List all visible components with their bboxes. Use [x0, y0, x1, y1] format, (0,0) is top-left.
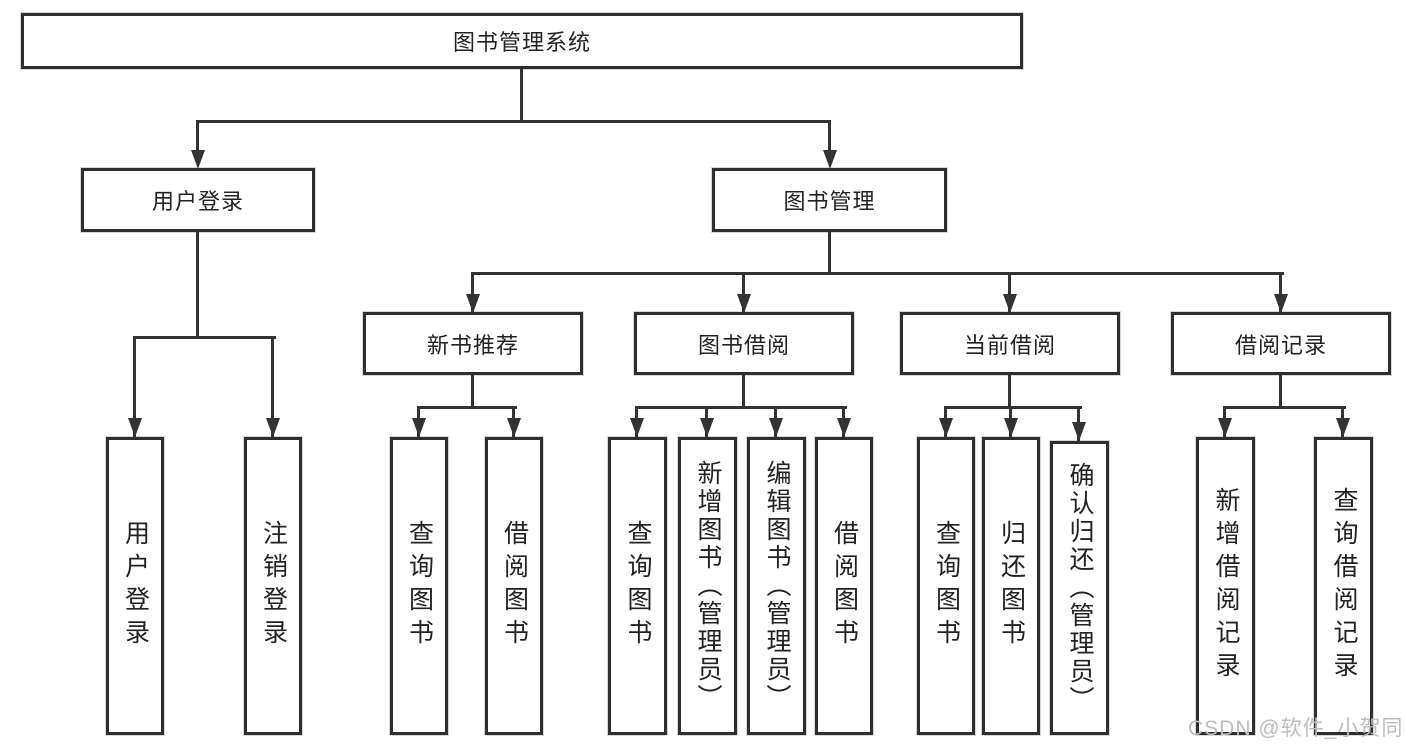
- connector-root-stem: [520, 69, 523, 122]
- leaf-confirm-return-admin-label: 确认归还（管理员）: [1066, 462, 1094, 714]
- arrow-down-icon: [737, 294, 751, 313]
- arrow-down-icon: [1218, 418, 1232, 437]
- connector-drop-leaf-logout: [271, 336, 274, 437]
- arrow-down-icon: [1004, 418, 1018, 437]
- arrow-down-icon: [1336, 418, 1350, 437]
- arrow-down-icon: [128, 418, 142, 437]
- leaf-query-books-current: 查询图书: [917, 437, 975, 735]
- connector-recommend-rail: [417, 406, 517, 409]
- csdn-watermark: CSDN @软件_小贺同学: [1188, 717, 1405, 740]
- leaf-add-books-admin: 新增图书（管理员）: [678, 437, 737, 735]
- leaf-query-borrow-record-label: 查询借阅记录: [1330, 487, 1358, 685]
- connector-management-rail: [471, 272, 1284, 275]
- leaf-borrow-books-recommend-label: 借阅图书: [500, 520, 529, 652]
- connector-drop-leaf-user-login: [133, 336, 136, 437]
- node-user-login-branch-label: 用户登录: [151, 189, 244, 214]
- leaf-query-books-current-label: 查询图书: [932, 520, 961, 652]
- leaf-confirm-return-admin: 确认归还（管理员）: [1050, 441, 1109, 735]
- node-book-borrow: 图书借阅: [634, 312, 854, 375]
- node-book-management-system: 图书管理系统: [21, 13, 1023, 69]
- leaf-user-login: 用户登录: [106, 437, 164, 735]
- leaf-logout: 注销登录: [244, 437, 302, 735]
- leaf-query-books-borrow-label: 查询图书: [624, 520, 652, 652]
- connector-management-stem: [828, 232, 831, 275]
- arrow-down-icon: [630, 418, 644, 437]
- arrow-down-icon: [1003, 294, 1017, 313]
- arrow-down-icon: [507, 418, 521, 437]
- leaf-borrow-books-recommend: 借阅图书: [485, 437, 543, 735]
- node-book-management-branch: 图书管理: [712, 168, 947, 232]
- leaf-add-borrow-record-label: 新增借阅记录: [1212, 487, 1240, 685]
- connector-drop-recommend: [471, 272, 474, 313]
- leaf-logout-label: 注销登录: [259, 520, 288, 652]
- connector-current-rail: [944, 406, 1082, 409]
- connector-records-stem: [1279, 375, 1282, 409]
- arrow-down-icon: [1274, 294, 1288, 313]
- node-borrow-records-label: 借阅记录: [1234, 332, 1327, 358]
- connector-drop-borrow: [742, 272, 745, 313]
- connector-user-stem: [196, 232, 199, 339]
- leaf-query-books-borrow: 查询图书: [608, 437, 667, 735]
- node-book-borrow-label: 图书借阅: [697, 332, 790, 358]
- arrow-down-icon: [700, 418, 714, 437]
- node-current-borrow-label: 当前借阅: [963, 332, 1056, 358]
- node-new-book-recommend: 新书推荐: [363, 312, 583, 375]
- connector-drop-current: [1008, 272, 1011, 313]
- node-book-management-branch-label: 图书管理: [783, 189, 876, 214]
- leaf-user-login-label: 用户登录: [121, 520, 150, 652]
- leaf-add-books-admin-label: 新增图书（管理员）: [694, 460, 722, 712]
- arrow-down-icon: [939, 418, 953, 437]
- node-current-borrow: 当前借阅: [900, 312, 1120, 375]
- leaf-add-borrow-record: 新增借阅记录: [1196, 437, 1255, 735]
- leaf-return-books: 归还图书: [982, 437, 1040, 735]
- leaf-borrow-books: 借阅图书: [815, 437, 873, 735]
- leaf-return-books-label: 归还图书: [997, 520, 1026, 652]
- connector-drop-user-login: [196, 120, 199, 154]
- connector-drop-book-management: [828, 120, 831, 154]
- connector-borrow-rail: [635, 406, 847, 409]
- leaf-query-books-recommend: 查询图书: [390, 437, 448, 735]
- connector-current-stem: [1008, 375, 1011, 409]
- arrow-down-icon: [266, 418, 280, 437]
- arrow-down-icon: [769, 418, 783, 437]
- connector-drop-records: [1279, 272, 1282, 313]
- leaf-query-books-recommend-label: 查询图书: [405, 520, 434, 652]
- arrow-down-icon: [191, 150, 205, 169]
- connector-borrow-stem: [742, 375, 745, 409]
- leaf-query-borrow-record: 查询借阅记录: [1314, 437, 1373, 735]
- node-book-management-system-label: 图书管理系统: [452, 30, 591, 55]
- connector-recommend-stem: [471, 375, 474, 409]
- node-user-login-branch: 用户登录: [81, 168, 315, 232]
- leaf-borrow-books-label: 借阅图书: [830, 520, 859, 652]
- leaf-edit-books-admin: 编辑图书（管理员）: [747, 437, 806, 735]
- arrow-down-icon: [1072, 422, 1086, 441]
- leaf-edit-books-admin-label: 编辑图书（管理员）: [763, 460, 791, 712]
- connector-user-rail: [133, 336, 276, 339]
- arrow-down-icon: [466, 294, 480, 313]
- arrow-down-icon: [837, 418, 851, 437]
- arrow-down-icon: [412, 418, 426, 437]
- arrow-down-icon: [823, 150, 837, 169]
- node-borrow-records: 借阅记录: [1171, 312, 1391, 375]
- connector-root-rail: [196, 120, 831, 123]
- node-new-book-recommend-label: 新书推荐: [426, 332, 519, 358]
- connector-records-rail: [1223, 406, 1346, 409]
